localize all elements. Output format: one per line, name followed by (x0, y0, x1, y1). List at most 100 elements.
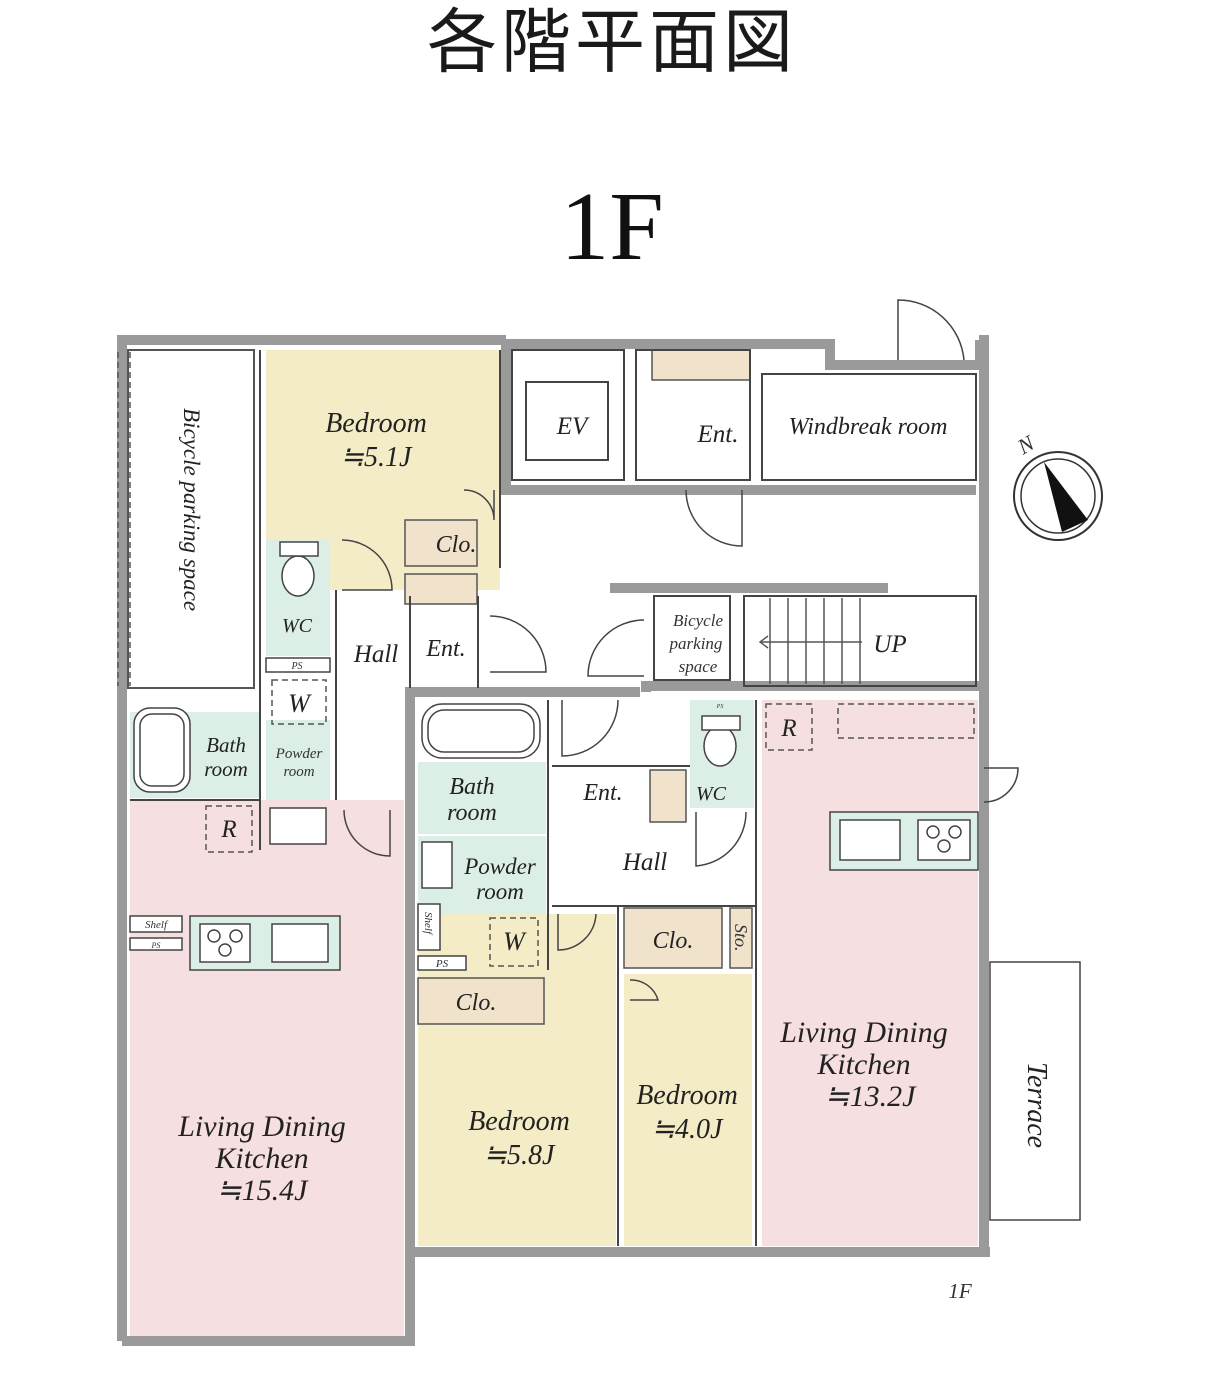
label-bicycle-small-1: Bicycle (673, 611, 723, 630)
door-bedroom-top (463, 489, 495, 521)
floor-heading: 1F (560, 173, 664, 281)
label-bicycle-small-3: space (679, 657, 718, 676)
sto-area (729, 907, 753, 969)
door-ent-left (489, 615, 547, 673)
clo-top2-area (404, 573, 478, 605)
wall-outer-left (117, 335, 506, 1341)
walls (117, 335, 990, 1346)
label-ldk-left-size: ≒15.4J (217, 1174, 310, 1207)
label-bedroom-mid-size: ≒5.8J (484, 1140, 556, 1171)
label-wc-left: WC (282, 615, 313, 637)
wall-bike-small (653, 595, 731, 681)
r-left-box (205, 805, 253, 853)
label-bedroom-small: Bedroom (636, 1080, 738, 1111)
ps-left-box (265, 657, 331, 673)
label-powder-left-2: room (283, 764, 314, 780)
label-ps-right: PS (716, 704, 724, 710)
labels: Bicycle parking space Bedroom ≒5.1J Clo.… (145, 408, 1052, 1303)
shelf-mid-box (417, 903, 441, 951)
doors (341, 299, 1019, 1001)
label-bedroom-top: Bedroom (325, 408, 427, 439)
label-windbreak: Windbreak room (789, 414, 948, 440)
wall-top-ev (501, 340, 976, 495)
wall-ent-top-box (635, 349, 751, 481)
bicycle-parking-left-area (127, 349, 255, 689)
label-w-mid: W (503, 927, 527, 956)
door-entrance-north (897, 299, 965, 361)
shelf-left (129, 915, 183, 933)
toilet-right (703, 725, 737, 767)
label-shelf-left: Shelf (145, 919, 169, 931)
label-powder-mid-2: room (476, 879, 524, 904)
label-terrace: Terrace (1021, 1062, 1052, 1148)
label-ent-top: Ent. (697, 421, 739, 448)
label-ev: EV (556, 413, 590, 440)
page-title: 各階平面図 (427, 1, 797, 83)
door-wc-left (341, 539, 393, 591)
clo-right-area (623, 907, 723, 969)
label-bedroom-mid: Bedroom (468, 1106, 570, 1137)
label-ent-mid: Ent. (582, 780, 622, 806)
label-hall-left: Hall (353, 641, 399, 668)
label-ps-left: PS (290, 661, 302, 672)
label-shelf-mid: Shelf (422, 912, 434, 936)
sink-powder-left (269, 807, 327, 845)
label-clo-right: Clo. (653, 928, 694, 954)
ldk-left-notch (130, 800, 260, 855)
label-r-left: R (220, 816, 236, 843)
fridge-right-box (837, 703, 975, 739)
toilet-left-tank (279, 541, 319, 557)
stairs-arrow-head (758, 635, 769, 649)
w-mid-box (489, 917, 539, 967)
storage-ent-mid (649, 769, 687, 823)
wall-ev-inner (525, 381, 609, 461)
label-ps-left2: PS (151, 941, 161, 950)
clo-top-area (404, 519, 478, 567)
label-bedroom-small-size: ≒4.0J (652, 1114, 724, 1145)
label-ent-left: Ent. (425, 636, 465, 662)
ent-top-storage (651, 349, 751, 381)
label-bath-left-1: Bath (206, 733, 246, 757)
label-ldk-left-1: Living Dining (177, 1110, 346, 1143)
stairs (758, 598, 862, 684)
wall-south-left (122, 687, 640, 1346)
fixtures (129, 541, 979, 971)
ps-left2-box (129, 937, 183, 951)
label-ldk-right-size: ≒13.2J (825, 1080, 918, 1113)
label-hall-mid: Hall (622, 849, 668, 876)
door-bath-mid (561, 699, 619, 757)
dashed-boxes (117, 352, 975, 967)
label-bath-mid-2: room (447, 800, 497, 826)
door-ent-top (685, 489, 743, 547)
label-bedroom-top-size: ≒5.1J (341, 442, 413, 473)
terrace-area (989, 961, 1081, 1221)
label-bicycle-parking-left: Bicycle parking space (179, 408, 204, 611)
label-ldk-right-2: Kitchen (816, 1048, 910, 1081)
label-clo-mid: Clo. (456, 990, 497, 1016)
label-sto: Sto. (731, 924, 751, 952)
wall-windbreak-box (761, 373, 977, 481)
label-bicycle-small-2: parking (669, 634, 723, 653)
label-floor-tag: 1F (948, 1279, 972, 1303)
toilet-right-tank (701, 715, 741, 731)
label-ldk-left-2: Kitchen (214, 1142, 308, 1175)
ldk-right-area (762, 700, 978, 1246)
label-ps-mid: PS (435, 958, 449, 970)
label-powder-mid-1: Powder (463, 854, 537, 879)
w-left-box (271, 679, 327, 725)
sink-powder-mid (421, 841, 453, 889)
ps-mid-box (417, 955, 467, 971)
bathtub-left-inner (139, 713, 185, 787)
compass-north-label: N (1012, 430, 1039, 460)
wall-ev-box (511, 349, 625, 481)
toilet-left (281, 555, 315, 597)
door-ldk-right (983, 767, 1019, 803)
door-bedroom-mid (557, 913, 597, 951)
ldk-left-area (130, 800, 404, 1336)
label-bath-left-2: room (204, 757, 248, 781)
kitchen-sink-right (839, 819, 901, 861)
inner-walls (130, 349, 977, 1246)
label-ldk-right-1: Living Dining (779, 1016, 948, 1049)
door-wc-right (695, 811, 747, 867)
label-powder-left-1: Powder (275, 746, 323, 762)
